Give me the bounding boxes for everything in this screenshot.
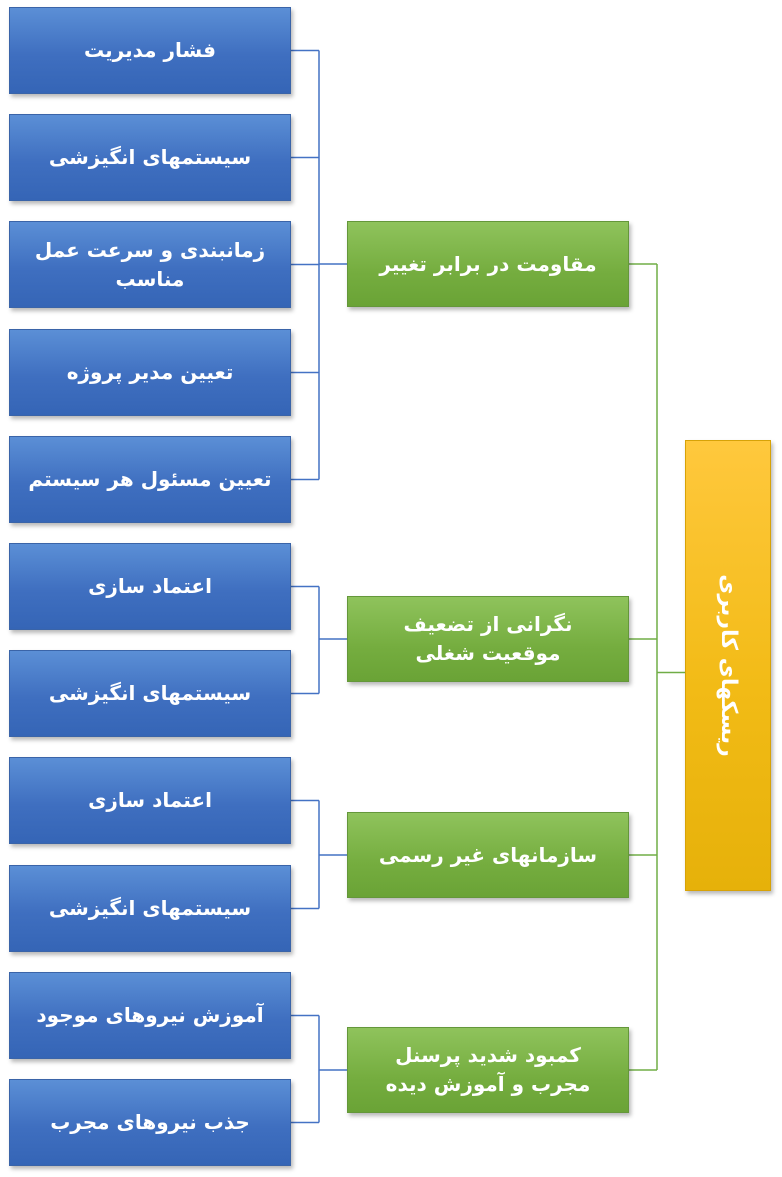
leaf-node: تعیین مسئول هر سیستم bbox=[9, 436, 291, 523]
leaf-node: اعتماد سازی bbox=[9, 757, 291, 844]
leaf-node: آموزش نیروهای موجود bbox=[9, 972, 291, 1059]
branch-node: نگرانی از تضعیف موقعیت شغلی bbox=[347, 596, 629, 682]
branch-node: مقاومت در برابر تغییر bbox=[347, 221, 629, 307]
root-label: ریسکهای کاربری bbox=[715, 574, 741, 757]
leaf-node: سیستمهای انگیزشی bbox=[9, 114, 291, 201]
root-node: ریسکهای کاربری bbox=[685, 440, 771, 891]
leaf-node: زمانبندی و سرعت عمل مناسب bbox=[9, 221, 291, 308]
leaf-node: تعیین مدیر پروژه bbox=[9, 329, 291, 416]
leaf-node: سیستمهای انگیزشی bbox=[9, 865, 291, 952]
leaf-node: جذب نیروهای مجرب bbox=[9, 1079, 291, 1166]
leaf-node: فشار مدیریت bbox=[9, 7, 291, 94]
branch-node: کمبود شدید پرسنل مجرب و آموزش دیده bbox=[347, 1027, 629, 1113]
leaf-node: اعتماد سازی bbox=[9, 543, 291, 630]
branch-node: سازمانهای غیر رسمی bbox=[347, 812, 629, 898]
leaf-node: سیستمهای انگیزشی bbox=[9, 650, 291, 737]
